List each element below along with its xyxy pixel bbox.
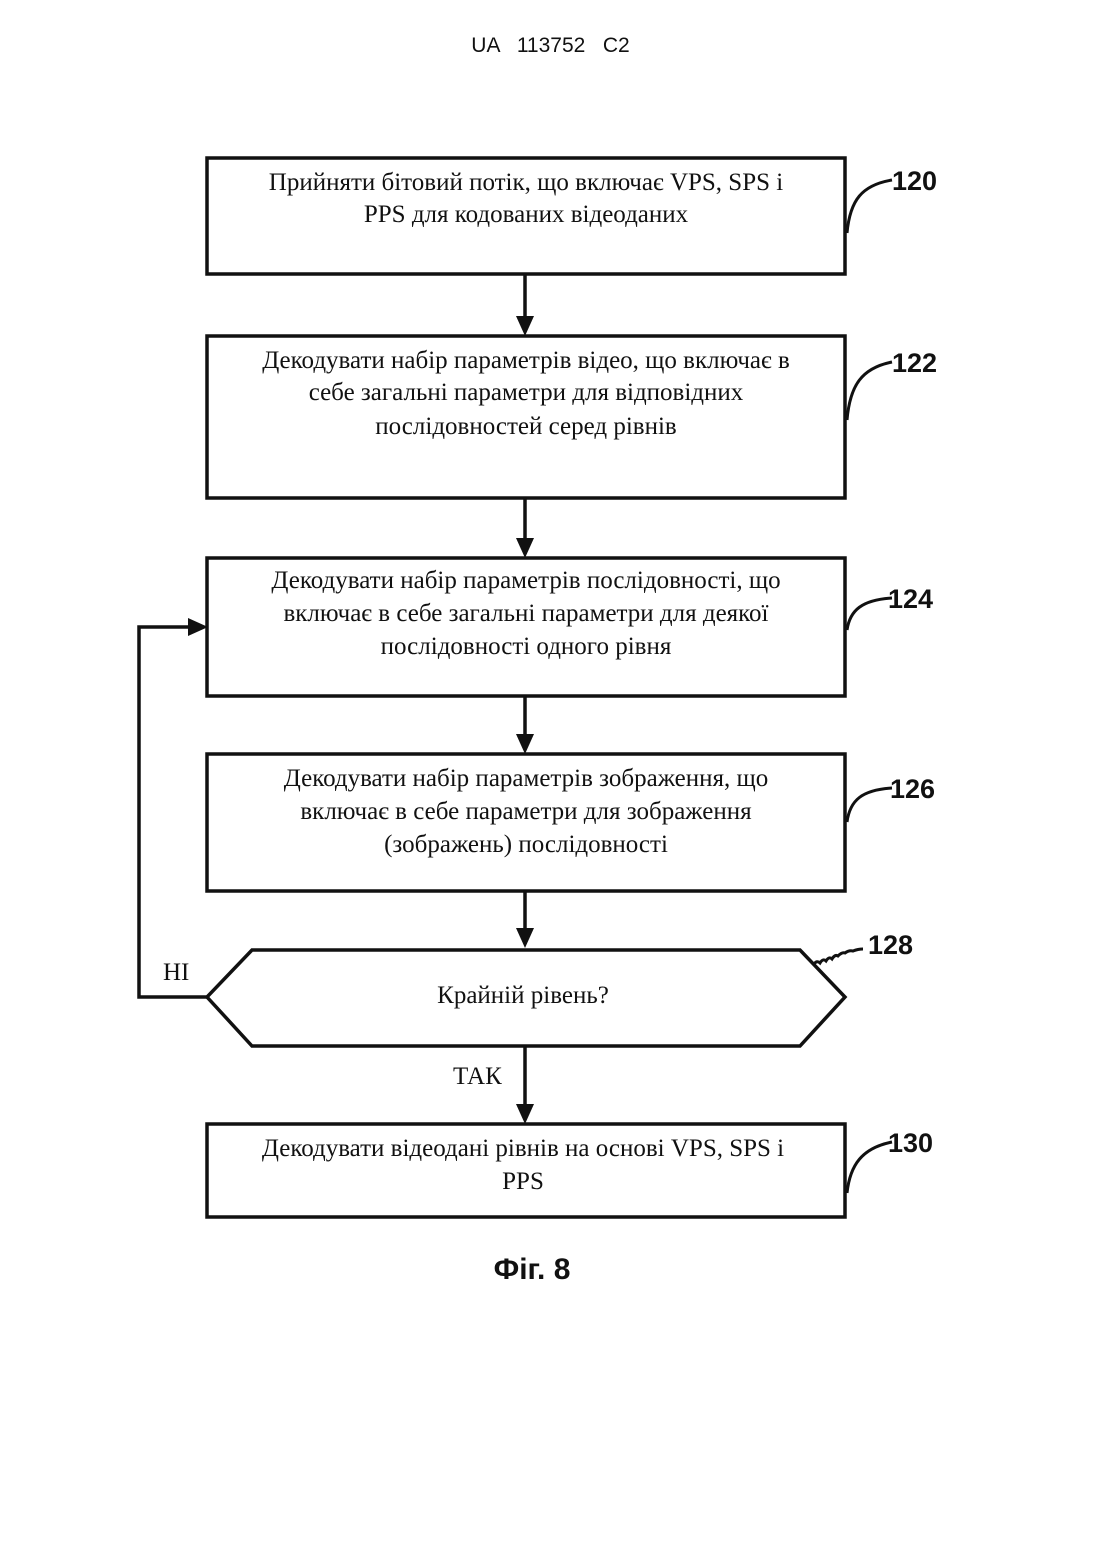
step-130: Декодувати відеодані рівнів на основі VP… <box>207 1124 933 1217</box>
step-120-leader <box>847 180 892 233</box>
decision-128-ref: 128 <box>868 930 913 960</box>
step-120-ref: 120 <box>892 166 937 196</box>
yes-branch-label: ТАК <box>453 1063 502 1090</box>
step-122-ref: 122 <box>892 348 937 378</box>
step-124-leader <box>847 598 892 630</box>
step-124-line-2: включає в себе загальні параметри для де… <box>283 600 768 627</box>
step-130-line-2: PPS <box>502 1168 544 1195</box>
step-124-ref: 124 <box>888 584 933 614</box>
step-126-line-3: (зображень) послідовності <box>384 831 668 858</box>
arrow-120-to-122 <box>516 274 534 336</box>
arrow-122-to-124 <box>516 498 534 558</box>
step-124: Декодувати набір параметрів послідовност… <box>207 558 933 696</box>
no-branch-label: НІ <box>163 959 189 986</box>
decision-128: Крайній рівень? 128 <box>207 930 913 1046</box>
figure-caption: Фіг. 8 <box>494 1253 571 1286</box>
step-122-line-3: послідовностей серед рівнів <box>375 413 676 440</box>
step-120-line-1: Прийняти бітовий потік, що включає VPS, … <box>269 169 784 196</box>
step-122-line-1: Декодувати набір параметрів відео, що вк… <box>262 347 790 374</box>
step-126: Декодувати набір параметрів зображення, … <box>207 754 935 891</box>
arrow-126-to-decision <box>516 891 534 948</box>
step-130-leader <box>847 1142 892 1193</box>
step-130-ref: 130 <box>888 1128 933 1158</box>
step-126-line-2: включає в себе параметри для зображення <box>300 798 752 825</box>
no-branch-loop: НІ <box>139 618 208 997</box>
decision-128-question: Крайній рівень? <box>437 982 609 1009</box>
step-122-line-2: себе загальні параметри для відповідних <box>309 379 744 406</box>
step-122: Декодувати набір параметрів відео, що вк… <box>207 336 937 498</box>
step-126-line-1: Декодувати набір параметрів зображення, … <box>284 765 769 792</box>
step-120-line-2: PPS для кодованих відеоданих <box>364 201 689 228</box>
arrow-124-to-126 <box>516 696 534 754</box>
step-126-ref: 126 <box>890 774 935 804</box>
step-122-leader <box>847 362 892 420</box>
step-130-line-1: Декодувати відеодані рівнів на основі VP… <box>262 1135 784 1162</box>
step-126-leader <box>847 788 892 822</box>
step-124-line-1: Декодувати набір параметрів послідовност… <box>271 567 780 594</box>
step-120: Прийняти бітовий потік, що включає VPS, … <box>207 158 937 274</box>
step-124-line-3: послідовності одного рівня <box>381 633 672 660</box>
yes-branch: ТАК <box>453 1046 534 1124</box>
decision-128-leader <box>814 949 863 964</box>
